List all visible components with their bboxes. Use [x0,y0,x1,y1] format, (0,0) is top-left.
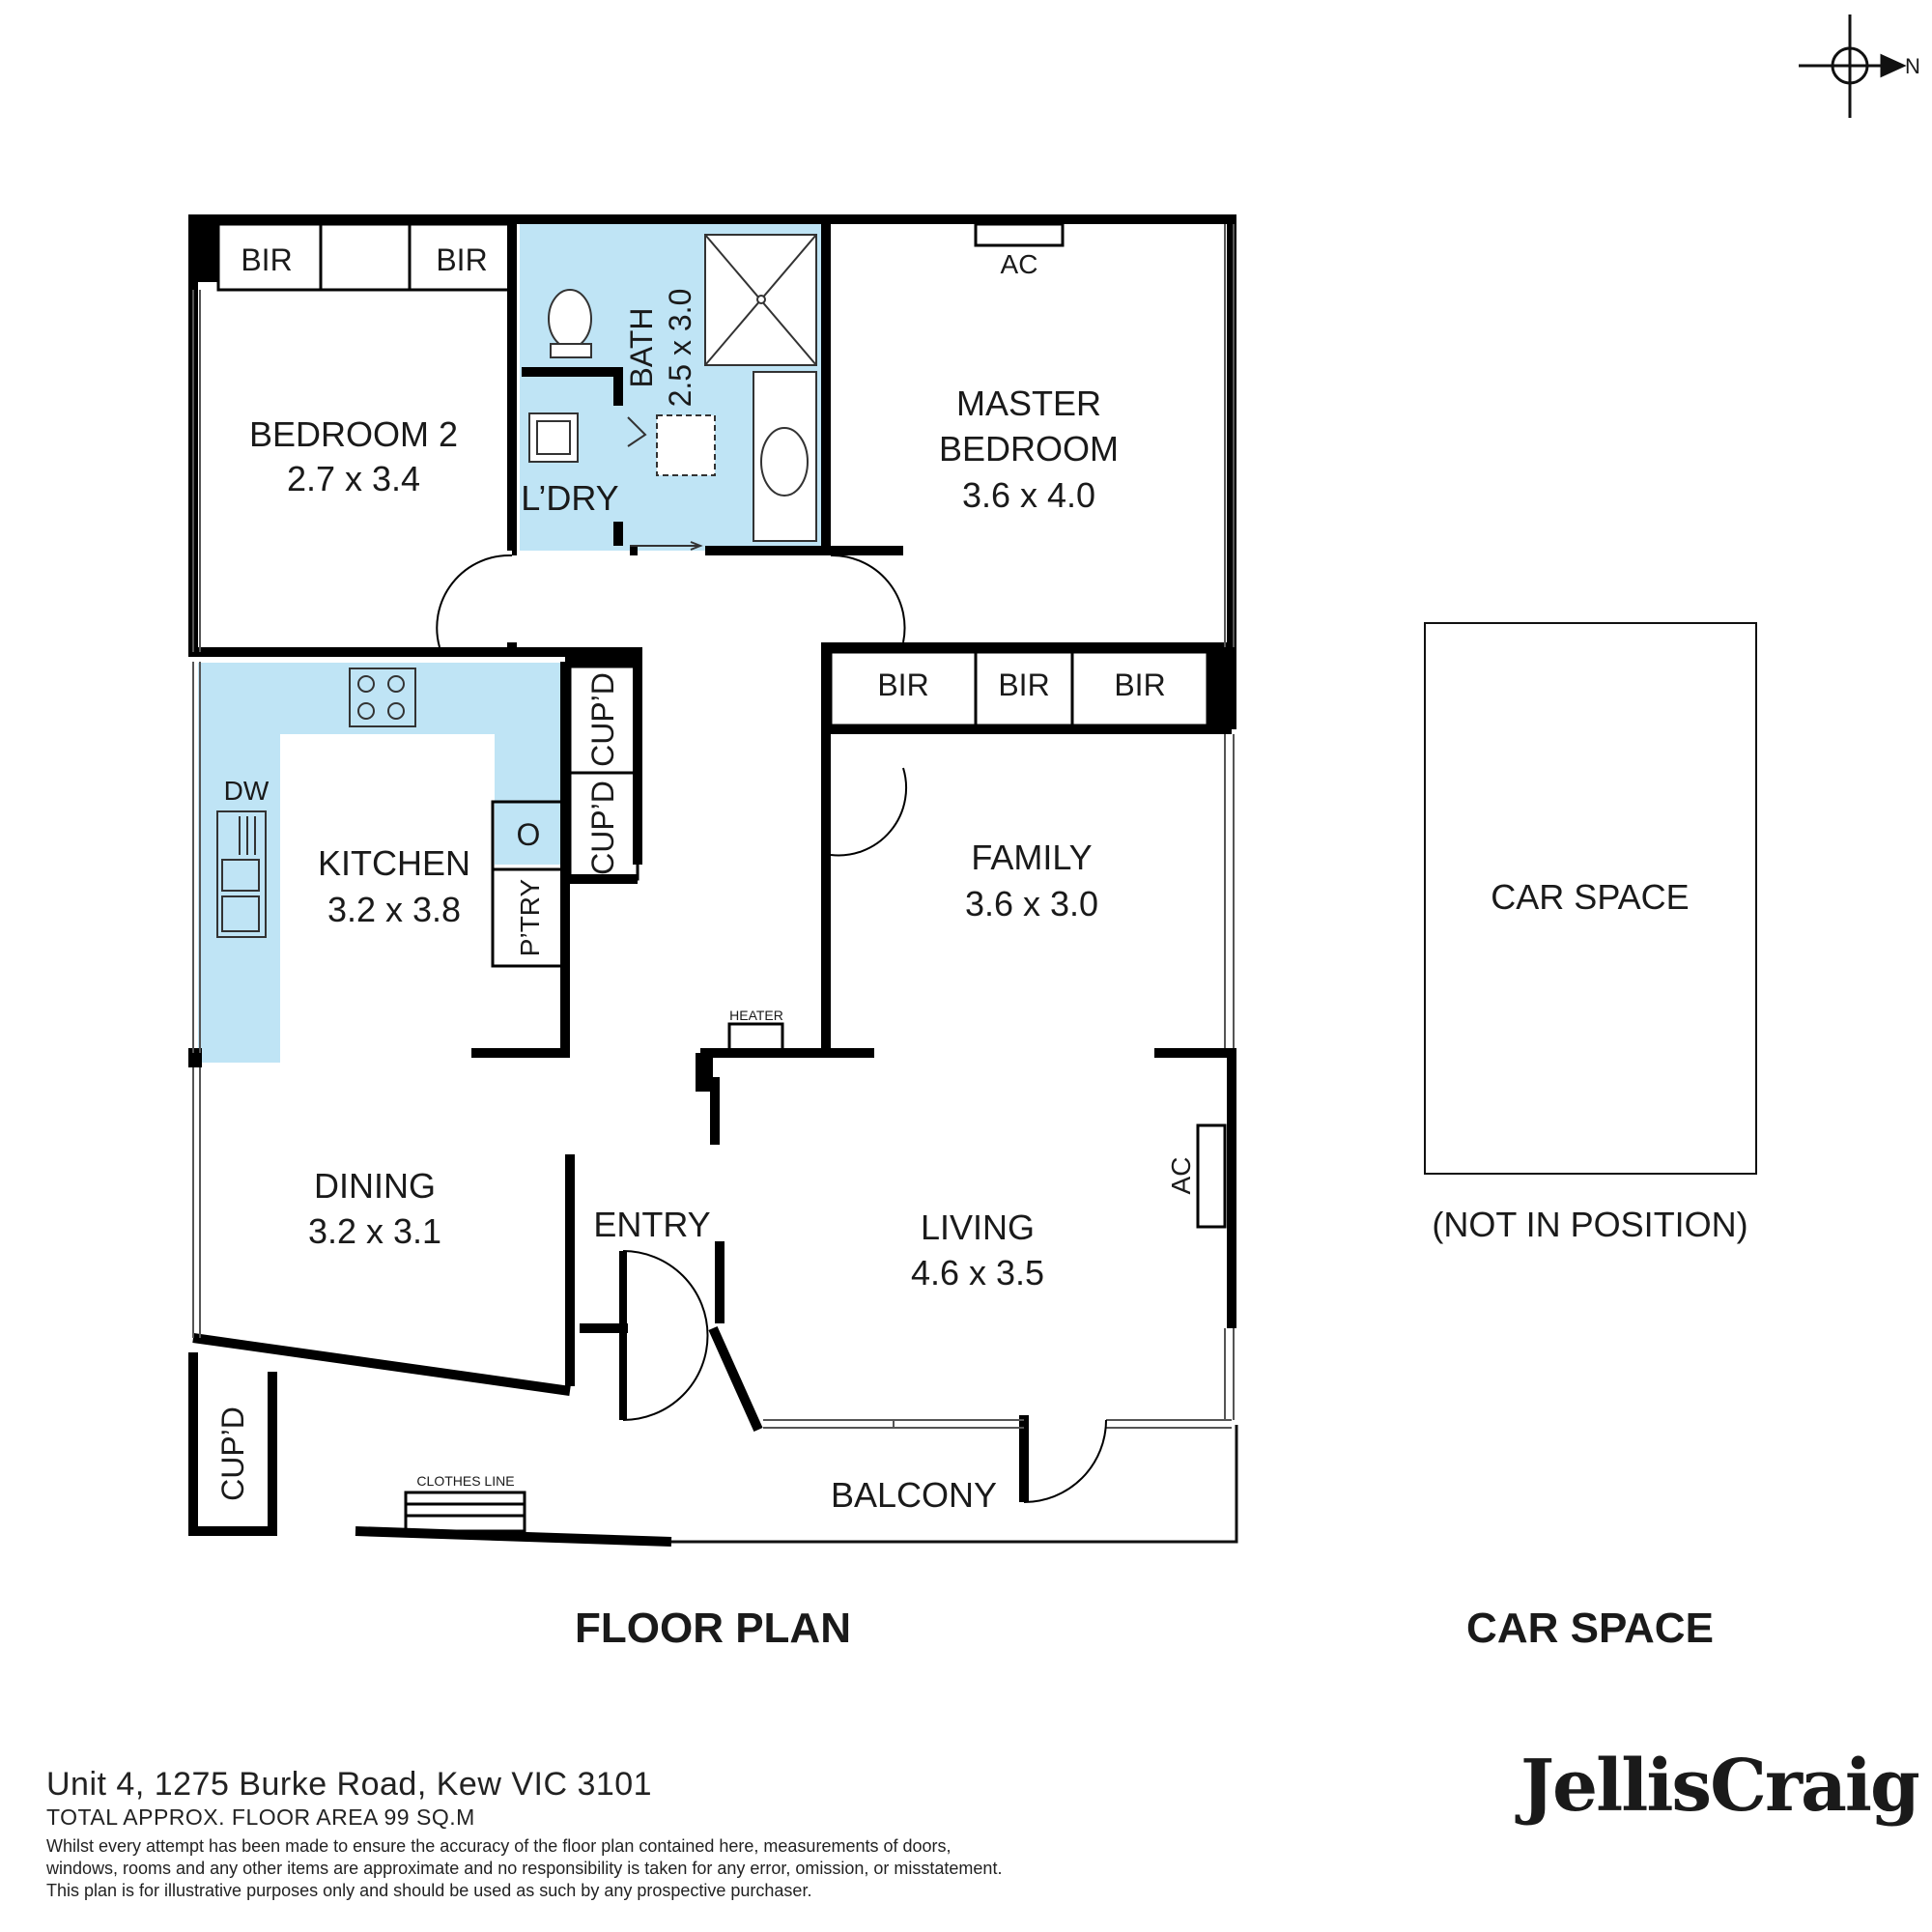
wall-blocks [188,214,1236,1092]
floor-area: TOTAL APPROX. FLOOR AREA 99 SQ.M [46,1804,475,1830]
living-name: LIVING [921,1208,1035,1247]
bedroom2-name: BEDROOM 2 [249,414,458,454]
family-size: 3.6 x 3.0 [965,884,1098,923]
cupboard-label: CUP’D [585,672,620,767]
floor-plan-heading: FLOOR PLAN [575,1605,851,1652]
cupboard-label: CUP’D [215,1406,250,1501]
bir-label: BIR [241,242,292,277]
balcony-name: BALCONY [831,1475,997,1515]
ac-label: AC [1001,249,1038,279]
kitchen-fixtures [216,668,416,938]
cooktop [349,668,416,727]
dining-size: 3.2 x 3.1 [308,1211,441,1251]
master-name-2: BEDROOM [939,429,1119,469]
master-size: 3.6 x 4.0 [962,475,1095,515]
dw-label: DW [224,776,270,806]
ac-label: AC [1166,1157,1196,1195]
car-space-name: CAR SPACE [1491,877,1689,917]
pantry-label: P’TRY [515,878,545,956]
room-labels: BEDROOM 2 2.7 x 3.4 L’DRY MASTER BEDROOM… [249,384,1748,1515]
bir-label: BIR [1114,668,1165,702]
disclaimer-line: This plan is for illustrative purposes o… [46,1881,812,1900]
kitchen-area [198,663,565,1063]
rotated-fixture-labels: CUP’D CUP’D P’TRY AC CUP’D [215,672,1196,1501]
dining-name: DINING [314,1166,436,1206]
bir-label: BIR [877,668,928,702]
property-address: Unit 4, 1275 Burke Road, Kew VIC 3101 [46,1766,653,1803]
laundry-name: L’DRY [521,478,618,518]
brand-logo: JellisCraig [1520,1745,1920,1828]
bir-label: BIR [436,242,487,277]
fixture-labels: BIR BIR BIR BIR BIR AC DW O HEATER CLOTH… [224,242,1166,1489]
bath-fixtures [528,234,817,551]
kitchen-name: KITCHEN [318,843,470,883]
compass-icon [1799,14,1907,118]
windows [192,224,1235,1429]
bedroom2-size: 2.7 x 3.4 [287,459,420,498]
disclaimer-line: windows, rooms and any other items are a… [46,1859,1003,1878]
living-size: 4.6 x 3.5 [911,1253,1044,1293]
entry-name: ENTRY [593,1205,710,1244]
car-space-heading: CAR SPACE [1466,1605,1714,1652]
door-swings [436,554,1107,1503]
bath-name: BATH [624,308,659,388]
disclaimer-line: Whilst every attempt has been made to en… [46,1836,952,1856]
toilet [548,289,592,349]
compass-north-label: N [1905,54,1920,78]
heater-label: HEATER [729,1008,783,1023]
kitchen-size: 3.2 x 3.8 [327,890,461,929]
family-name: FAMILY [971,838,1092,877]
car-space-outline [1424,622,1757,1175]
car-space-note: (NOT IN POSITION) [1432,1205,1747,1244]
balcony-rail [671,1425,1238,1544]
clothes-line-label: CLOTHES LINE [416,1473,514,1489]
bir-label: BIR [998,668,1049,702]
cupboards [216,222,1227,1533]
walls [188,214,1236,1547]
cupboard-label: CUP’D [585,781,620,875]
bath-size: 2.5 x 3.0 [663,289,697,408]
bath-label: BATH 2.5 x 3.0 [624,289,697,408]
master-name-1: MASTER [956,384,1101,423]
oven-label: O [517,817,541,852]
